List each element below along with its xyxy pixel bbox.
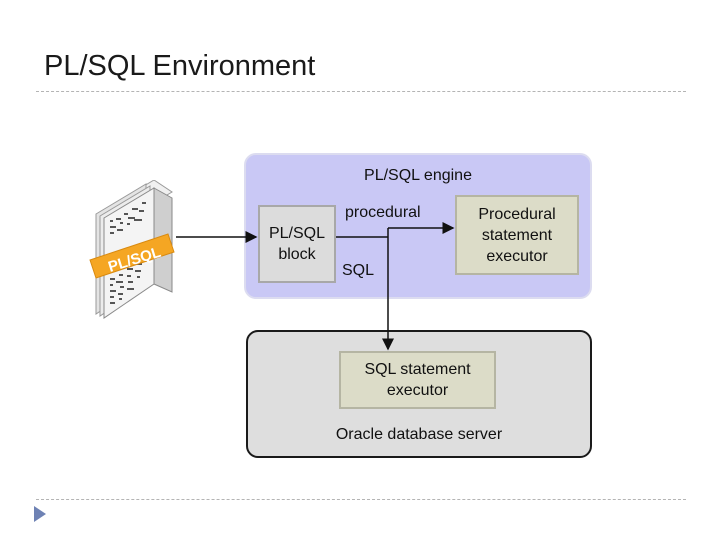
procedural-executor-line: Procedural (478, 205, 556, 223)
footer-divider (36, 499, 686, 500)
sql-statement-executor-box: SQL statement executor (339, 351, 496, 409)
sql-label: SQL (342, 262, 375, 279)
procedural-statement-executor-box: Procedural statement executor (455, 195, 579, 275)
triangle-right-icon[interactable] (33, 505, 47, 523)
engine-title: PL/SQL engine (364, 167, 472, 184)
plsql-block-box: PL/SQL block (258, 205, 336, 283)
page-title: PL/SQL Environment (44, 50, 316, 82)
plsql-block-line: PL/SQL (268, 225, 326, 242)
plsql-document-stack-icon: PL/SQL (89, 180, 175, 319)
plsql-block-line: block (278, 246, 316, 263)
procedural-executor-line: statement (481, 226, 553, 244)
sql-executor-line: SQL statement (364, 361, 471, 378)
procedural-executor-line: executor (486, 247, 548, 265)
sql-executor-line: executor (386, 382, 449, 399)
title-divider (36, 91, 686, 92)
procedural-label: procedural (345, 204, 421, 221)
database-server-label: Oracle database server (335, 426, 503, 443)
